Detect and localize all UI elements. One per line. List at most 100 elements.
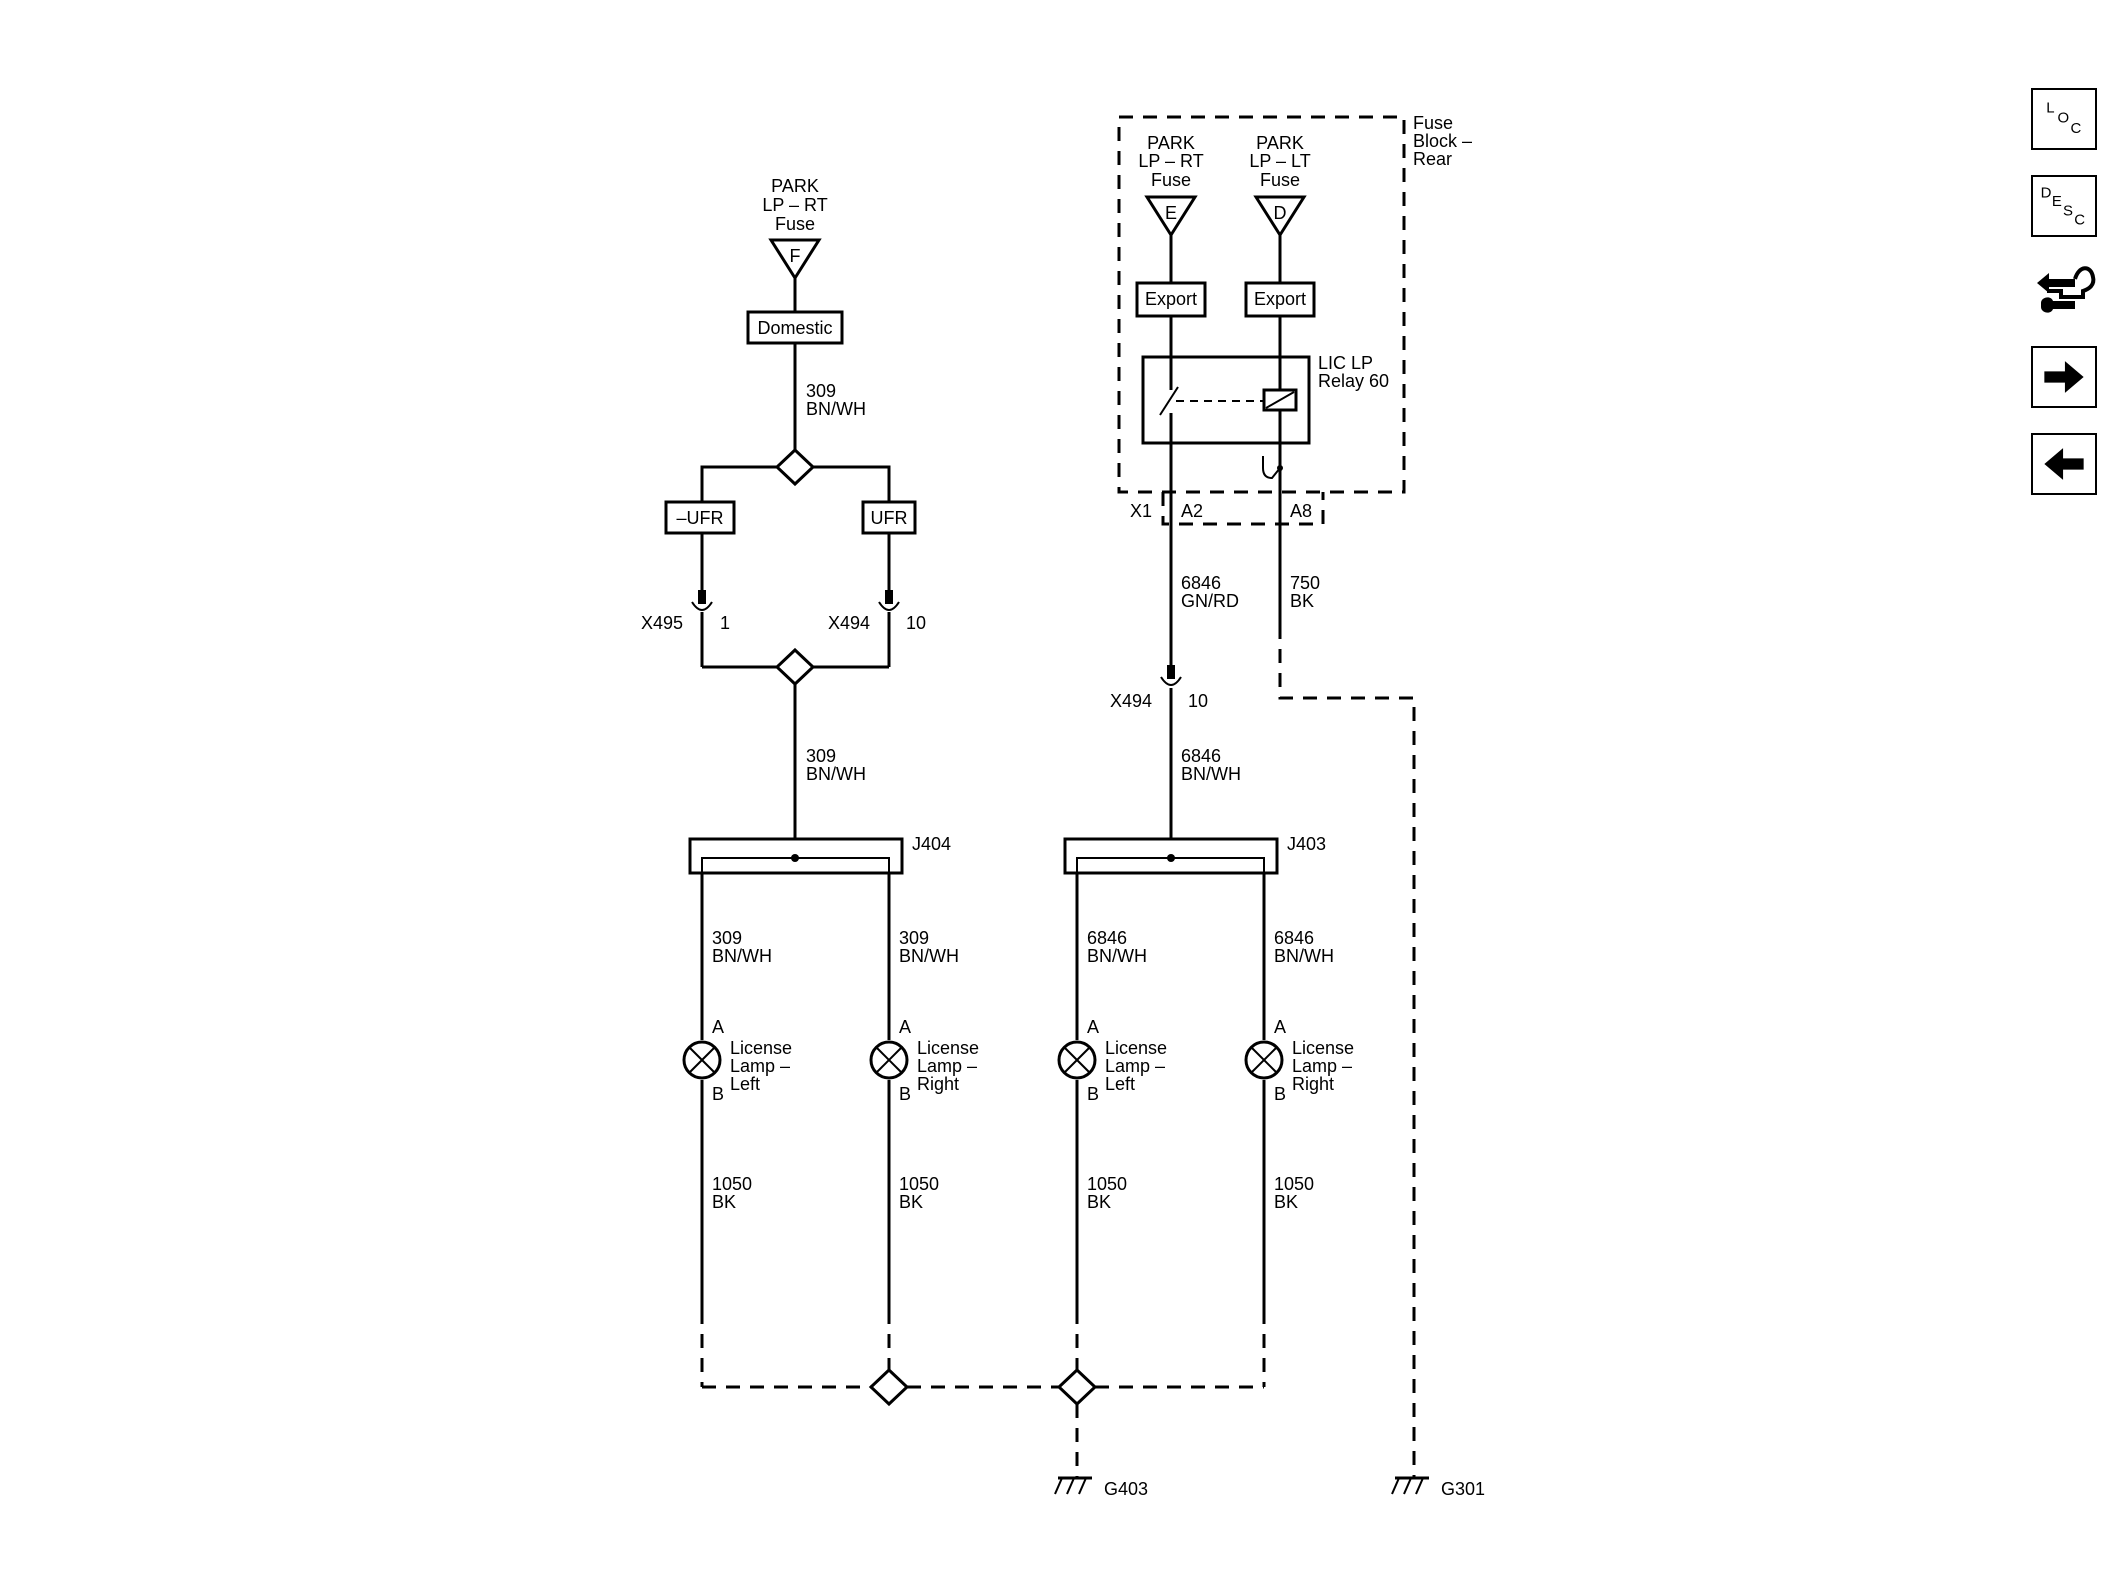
svg-text:LP – RT: LP – RT (1138, 151, 1203, 171)
lamp-column-2: 309 BN/WH A B License Lamp – Right 1050 … (869, 873, 979, 1370)
lamp-name-2: License (917, 1038, 979, 1058)
next-page-button[interactable] (2031, 346, 2097, 408)
svg-text:309: 309 (712, 928, 742, 948)
splice-diamond-mid (774, 647, 816, 687)
inline-connector-x494-left (878, 590, 900, 611)
splice-pack-j403: J403 (1063, 834, 1326, 875)
lamp-bulb-icon (1244, 1040, 1284, 1080)
lamp-column-1: 309 BN/WH A B License Lamp – Left 1050 B… (682, 873, 792, 1387)
svg-text:Fuse: Fuse (1260, 170, 1300, 190)
relay-label-2: Relay 60 (1318, 371, 1389, 391)
svg-text:C: C (2071, 120, 2082, 137)
fuse-e-label: PARK LP – RT Fuse (1138, 133, 1203, 190)
svg-text:BN/WH: BN/WH (712, 946, 772, 966)
x495-label: X495 (641, 613, 683, 633)
svg-text:C: C (2074, 212, 2085, 229)
wire-label-750-bk: 750 BK (1290, 573, 1320, 611)
x494-left-label: X494 (828, 613, 870, 633)
ground-g301-label: G301 (1441, 1479, 1485, 1499)
svg-text:BN/WH: BN/WH (806, 399, 866, 419)
wire-label-6846-mid: 6846 BN/WH (1181, 746, 1241, 784)
loc-icon: L O C (2046, 99, 2082, 137)
svg-text:Lamp –: Lamp – (917, 1056, 977, 1076)
svg-text:Export: Export (1254, 289, 1306, 309)
left-fuse-pin-letter: F (790, 246, 801, 266)
fuse-e-pin: E (1144, 195, 1198, 238)
svg-text:O: O (2057, 110, 2069, 127)
inline-connector-x494-right (1160, 665, 1182, 686)
arrow-left-icon (2044, 448, 2084, 480)
splice-diamond-top (774, 447, 816, 487)
j403-label: J403 (1287, 834, 1326, 854)
pin-a2: A2 (1181, 501, 1203, 521)
svg-text:Left: Left (1105, 1074, 1135, 1094)
splice-pack-j404: J404 (688, 834, 951, 875)
svg-text:B: B (1274, 1084, 1286, 1104)
ground-g301-icon (1391, 1476, 1429, 1495)
svg-text:6846: 6846 (1087, 928, 1127, 948)
svg-text:Lamp –: Lamp – (730, 1056, 790, 1076)
svg-text:Lamp –: Lamp – (1105, 1056, 1165, 1076)
ufr-option-box: UFR (861, 500, 917, 535)
svg-text:6846: 6846 (1181, 746, 1221, 766)
lamp-column-4: 6846 BN/WH A B License Lamp – Right 1050… (1244, 873, 1354, 1387)
svg-text:BK: BK (1290, 591, 1314, 611)
svg-text:D: D (1274, 203, 1287, 223)
svg-text:A: A (1274, 1017, 1286, 1037)
svg-text:BN/WH: BN/WH (1274, 946, 1334, 966)
svg-text:A: A (899, 1017, 911, 1037)
svg-text:Fuse: Fuse (1151, 170, 1191, 190)
pin-a8: A8 (1290, 501, 1312, 521)
svg-text:BN/WH: BN/WH (1181, 764, 1241, 784)
svg-text:–UFR: –UFR (676, 508, 723, 528)
fuse-block-rear: Fuse Block – Rear (1117, 113, 1472, 526)
x494-right-pin: 10 (1188, 691, 1208, 711)
location-button[interactable]: L O C (2031, 88, 2097, 150)
j404-label: J404 (912, 834, 951, 854)
svg-text:L: L (2046, 99, 2054, 116)
svg-text:Right: Right (1292, 1074, 1334, 1094)
svg-text:BN/WH: BN/WH (899, 946, 959, 966)
svg-text:B: B (712, 1084, 724, 1104)
svg-text:A: A (712, 1017, 724, 1037)
lamp-bulb-icon (682, 1040, 722, 1080)
svg-text:309: 309 (899, 928, 929, 948)
svg-text:Lamp –: Lamp – (1292, 1056, 1352, 1076)
left-fuse-line-1: PARK (771, 176, 819, 196)
svg-text:Left: Left (730, 1074, 760, 1094)
left-fuse-line-2: LP – RT (762, 195, 827, 215)
svg-text:A: A (1087, 1017, 1099, 1037)
svg-text:GN/RD: GN/RD (1181, 591, 1239, 611)
svg-text:1050: 1050 (1274, 1174, 1314, 1194)
svg-text:1050: 1050 (899, 1174, 939, 1194)
svg-text:E: E (1165, 203, 1177, 223)
desc-icon: D E S C (2041, 185, 2086, 229)
svg-text:PARK: PARK (1147, 133, 1195, 153)
x494-left-pin: 10 (906, 613, 926, 633)
domestic-option-label: Domestic (757, 318, 832, 338)
wire-label-6846-gnrd: 6846 GN/RD (1181, 573, 1239, 611)
relay-60: LIC LP Relay 60 (1141, 353, 1389, 445)
svg-text:D: D (2041, 185, 2052, 202)
svg-text:Right: Right (917, 1074, 959, 1094)
lamp-bulb-icon (869, 1040, 909, 1080)
description-button[interactable]: D E S C (2031, 175, 2097, 237)
svg-text:6846: 6846 (1181, 573, 1221, 593)
wire-label-309-mid: 309 BN/WH (806, 746, 866, 784)
left-fuse-label: PARK LP – RT Fuse (762, 176, 827, 234)
fuse-d-pin: D (1253, 195, 1307, 238)
svg-text:309: 309 (806, 381, 836, 401)
previous-page-button[interactable] (2031, 433, 2097, 495)
svg-text:1050: 1050 (1087, 1174, 1127, 1194)
connector-swap-button[interactable] (2031, 255, 2097, 317)
lamp-name-3: License (1105, 1038, 1167, 1058)
fuse-block-title-1: Fuse (1413, 113, 1453, 133)
domestic-option-box: Domestic (746, 310, 844, 345)
svg-text:B: B (1087, 1084, 1099, 1104)
x494-right-label: X494 (1110, 691, 1152, 711)
svg-text:E: E (2052, 193, 2062, 210)
export-option-box-d: Export (1244, 281, 1316, 318)
inline-connector-x495 (691, 590, 713, 611)
svg-text:BK: BK (1087, 1192, 1111, 1212)
